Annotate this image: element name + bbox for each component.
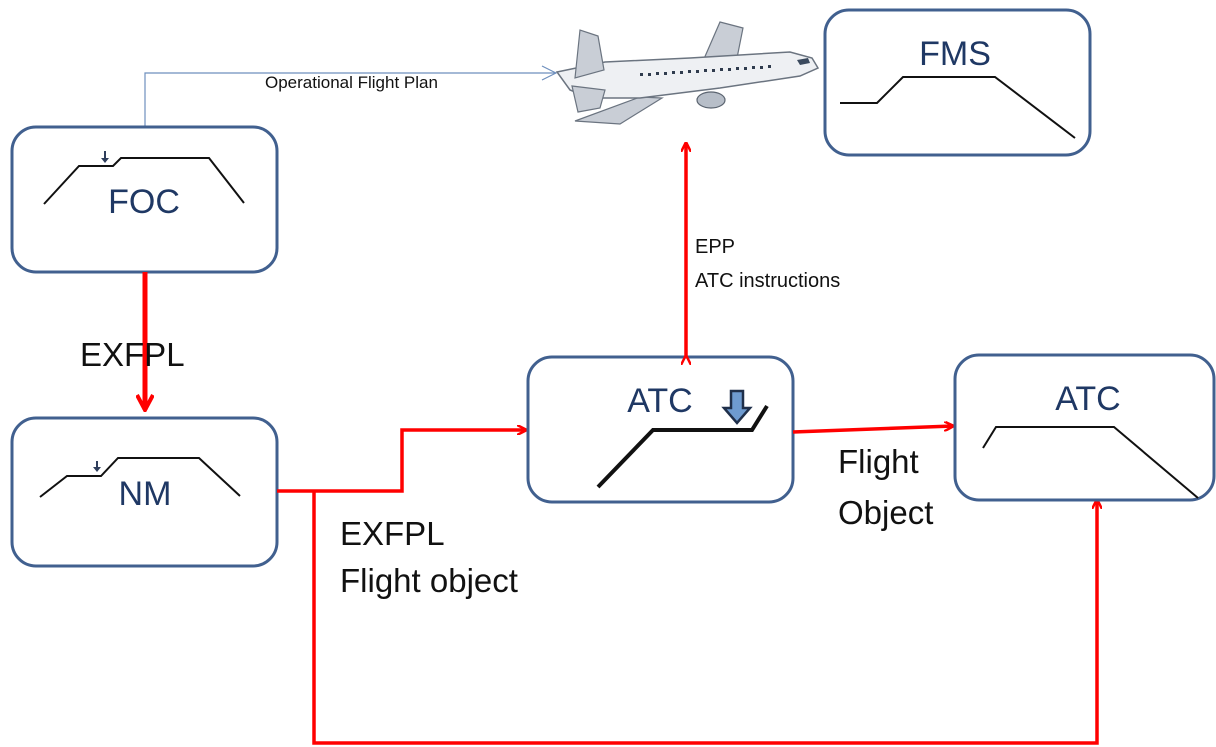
- atc-right-node: ATC: [953, 353, 1216, 502]
- foc-label: FOC: [108, 183, 180, 221]
- nm-atc-right-connector: [312, 491, 1097, 745]
- atc-center-node: ATC: [526, 355, 795, 504]
- atc-center-label: ATC: [627, 382, 692, 420]
- atc-instructions-label: ATC instructions: [695, 270, 840, 292]
- ofp-label: Operational Flight Plan: [265, 73, 438, 92]
- ofp-connector: [144, 73, 556, 127]
- fms-flight-profile: [840, 76, 1076, 139]
- atc-center-flight-profile: [596, 404, 769, 489]
- fms-box: [823, 8, 1092, 157]
- atc-atc-label-line2: Object: [838, 494, 933, 531]
- atc-center-down-arrow-icon: [721, 389, 753, 425]
- epp-label: EPP: [695, 236, 735, 258]
- fms-label: FMS: [919, 35, 991, 73]
- foc-flight-profile: [43, 157, 245, 205]
- atc-atc-connector: [792, 426, 953, 434]
- nm-atc-label-line1: EXFPL: [340, 515, 445, 552]
- foc-down-arrow-icon: [101, 151, 109, 163]
- nm-atc-connector: [277, 430, 526, 493]
- fms-node: FMS: [823, 8, 1092, 157]
- aircraft-icon: [555, 21, 820, 125]
- foc-nm-label: EXFPL: [80, 336, 185, 373]
- nm-flight-profile: [39, 457, 241, 498]
- nm-atc-label-line2: Flight object: [340, 562, 518, 599]
- nm-node: NM: [10, 416, 279, 568]
- atc-right-label: ATC: [1055, 380, 1120, 418]
- nm-down-arrow-icon: [93, 461, 101, 472]
- atc-right-flight-profile: [982, 426, 1199, 499]
- atc-atc-label-line1: Flight: [838, 443, 919, 480]
- foc-node: FOC: [10, 125, 279, 274]
- nm-label: NM: [119, 475, 172, 513]
